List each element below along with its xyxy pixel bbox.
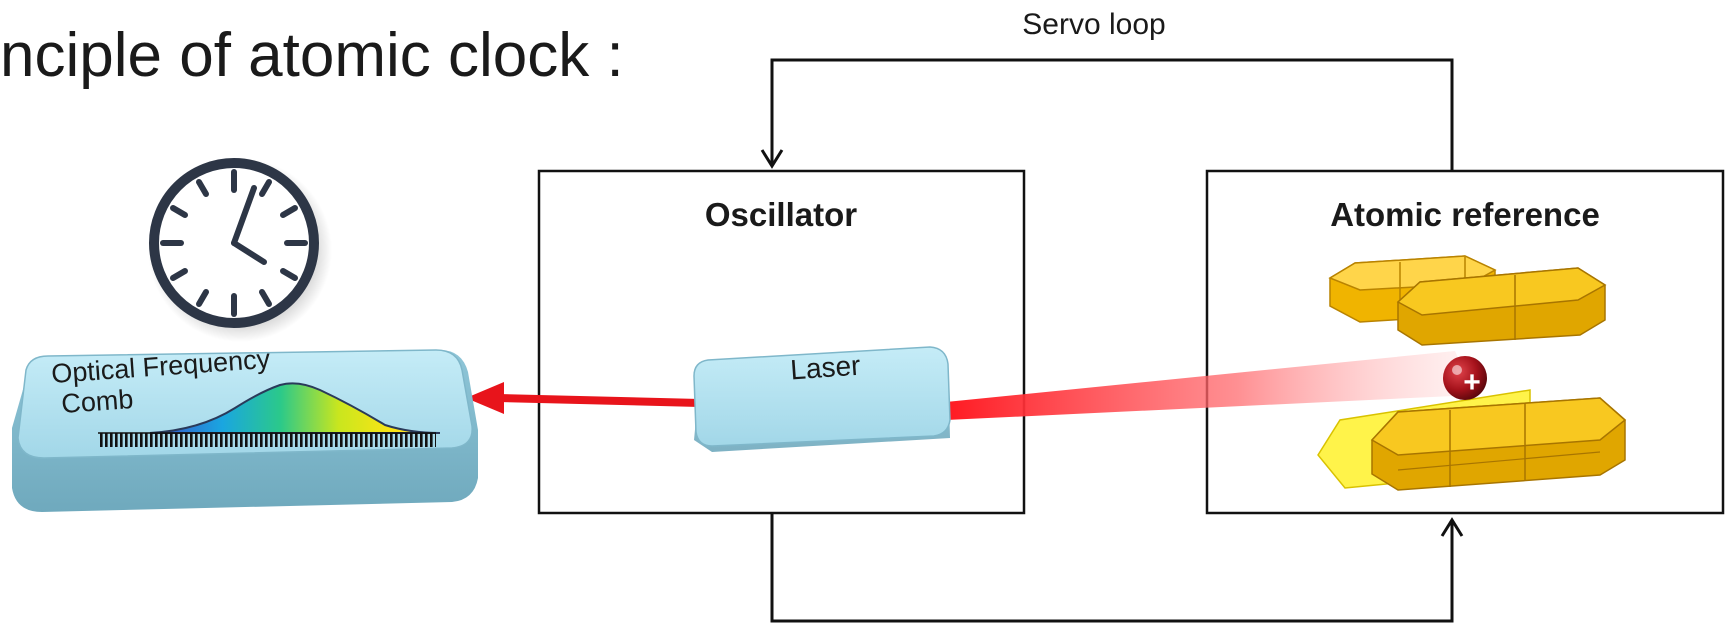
oscillator-title: Oscillator bbox=[705, 196, 857, 233]
laser-label: Laser bbox=[789, 350, 861, 386]
clock-icon bbox=[148, 158, 332, 342]
feedback-loop-bottom-path bbox=[770, 513, 1464, 623]
oscillator-box: Oscillator bbox=[537, 169, 1026, 515]
servo-loop-top-path bbox=[760, 58, 1454, 171]
trap-electrodes-bottom-icon bbox=[1317, 389, 1627, 491]
comb-spectrum bbox=[98, 382, 441, 447]
trap-electrodes-icon bbox=[1328, 255, 1607, 346]
comb-label-line2: Comb bbox=[60, 384, 134, 419]
atomic-reference-title: Atomic reference bbox=[1330, 196, 1600, 233]
optical-frequency-comb-device: Optical Frequency Comb bbox=[12, 344, 478, 512]
servo-loop-label: Servo loop bbox=[1022, 8, 1165, 41]
laser-device: Laser bbox=[693, 346, 951, 452]
laser-beam bbox=[946, 351, 1475, 420]
ion-symbol: + bbox=[1463, 366, 1481, 399]
page-title: nciple of atomic clock : bbox=[0, 21, 624, 90]
ion-icon: + bbox=[1443, 356, 1487, 400]
output-arrow bbox=[466, 382, 701, 414]
